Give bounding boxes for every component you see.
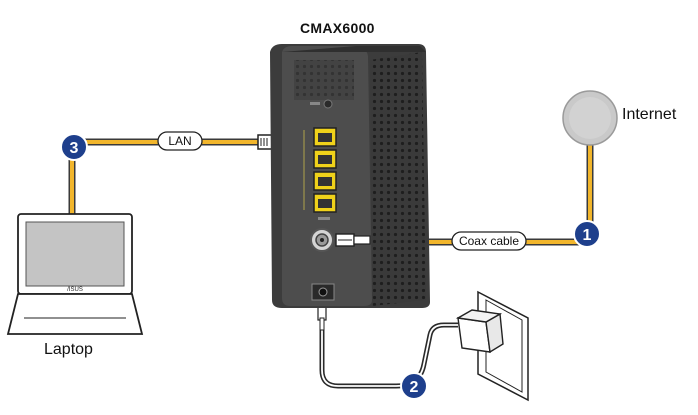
coax-plug — [335, 233, 371, 247]
internet-label: Internet — [622, 106, 677, 123]
step-badge-3: 3 — [60, 133, 88, 161]
step-badge-1: 1 — [573, 220, 601, 248]
laptop-brand-text: /ISUS — [67, 287, 83, 293]
internet-icon — [562, 90, 618, 146]
device-model-title: CMAX6000 — [300, 20, 375, 36]
step-badge-2: 2 — [400, 372, 428, 400]
coax-label-pill: Coax cable — [451, 231, 527, 251]
power-port — [311, 283, 335, 301]
lan-label-pill: LAN — [157, 131, 203, 151]
step-number-1: 1 — [583, 227, 592, 244]
coax-port — [310, 228, 334, 252]
lan-cable — [68, 138, 258, 215]
power-adapter — [455, 309, 504, 354]
router-device — [270, 44, 430, 308]
coax-label: Coax cable — [459, 234, 519, 248]
laptop-icon: /ISUS — [6, 213, 144, 335]
lan-label: LAN — [168, 134, 191, 148]
power-cable — [317, 299, 458, 389]
step-number-3: 3 — [70, 140, 79, 157]
step-number-2: 2 — [410, 379, 419, 396]
lan-port-group — [303, 127, 337, 213]
laptop-label: Laptop — [44, 341, 93, 358]
